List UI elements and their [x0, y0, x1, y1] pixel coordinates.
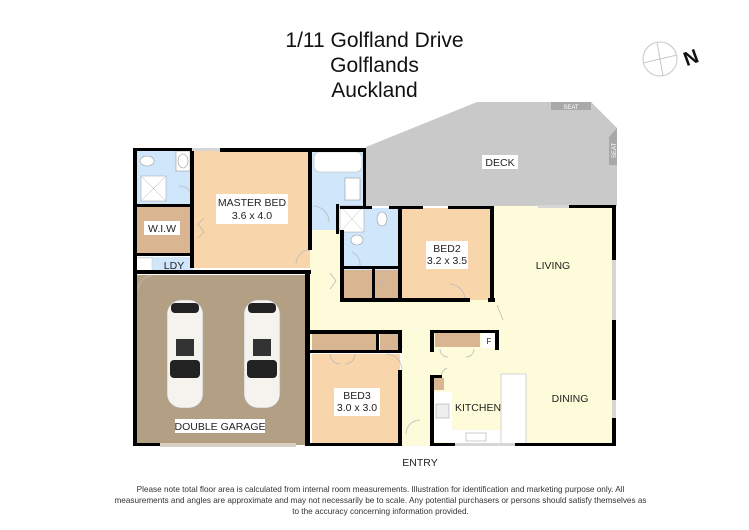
dining-label: DINING — [552, 393, 589, 405]
deck-label: DECK — [485, 157, 514, 169]
wiw-label: W.I.W — [148, 223, 176, 235]
bed3-wardrobe — [312, 332, 378, 352]
living-label: LIVING — [536, 260, 570, 272]
garage-label: DOUBLE GARAGE — [174, 421, 265, 433]
car-icon-right — [243, 299, 281, 409]
bed2-size: 3.2 x 3.5 — [427, 255, 467, 267]
cooktop-icon — [435, 403, 450, 419]
bath-icon — [313, 151, 363, 173]
seat-top-label: SEAT — [563, 105, 579, 111]
north-label: N — [681, 45, 702, 71]
address-title: 1/11 Golfland Drive Golflands Auckland — [0, 28, 749, 103]
address-line-street: 1/11 Golfland Drive — [285, 29, 464, 52]
entry-label: ENTRY — [402, 457, 437, 469]
car-icon-left — [166, 299, 204, 409]
hall-cupboard — [380, 332, 400, 352]
bed3-label: BED3 — [343, 390, 371, 402]
compass-icon: N — [642, 41, 702, 77]
toilet-icon-2 — [376, 211, 388, 227]
seat-top — [551, 102, 591, 110]
fridge — [481, 333, 497, 348]
bed2-label: BED2 — [433, 243, 461, 255]
walls — [133, 148, 616, 446]
sink-icon — [465, 432, 487, 442]
laundry-tub-icon — [135, 257, 153, 273]
fridge-label: F — [487, 337, 492, 346]
basin-icon-2 — [344, 177, 361, 201]
kitchen-island — [500, 373, 527, 445]
kitchen-cupboard — [434, 378, 444, 390]
seat-right-label: SEAT — [612, 142, 618, 158]
garage-door — [160, 443, 296, 447]
deck-label-bg — [482, 155, 518, 169]
laundry-label: LDY — [164, 260, 184, 272]
disclaimer: Please note total floor area is calculat… — [108, 484, 653, 517]
disclaimer-line-1: Please note total floor area is calculat… — [136, 485, 625, 494]
bed3-size: 3.0 x 3.0 — [337, 402, 377, 414]
toilet-icon — [139, 155, 155, 167]
disclaimer-line-3: to the accuracy concerning information p… — [292, 507, 469, 516]
disclaimer-line-2: measurements and angles are approximate … — [114, 496, 647, 505]
deck-area — [366, 102, 617, 206]
address-line-city: Auckland — [331, 79, 418, 102]
linen-cupboard-2 — [375, 270, 402, 300]
windows — [192, 148, 616, 446]
master-bed-label: MASTER BED — [218, 197, 287, 209]
master-bed-size: 3.6 x 4.0 — [232, 210, 272, 222]
pantry — [435, 333, 480, 347]
address-line-suburb: Golflands — [330, 54, 419, 77]
seat-right — [609, 128, 617, 165]
hand-basin-icon — [350, 234, 364, 246]
linen-cupboard-1 — [342, 270, 372, 300]
kitchen-label: KITCHEN — [455, 402, 501, 414]
